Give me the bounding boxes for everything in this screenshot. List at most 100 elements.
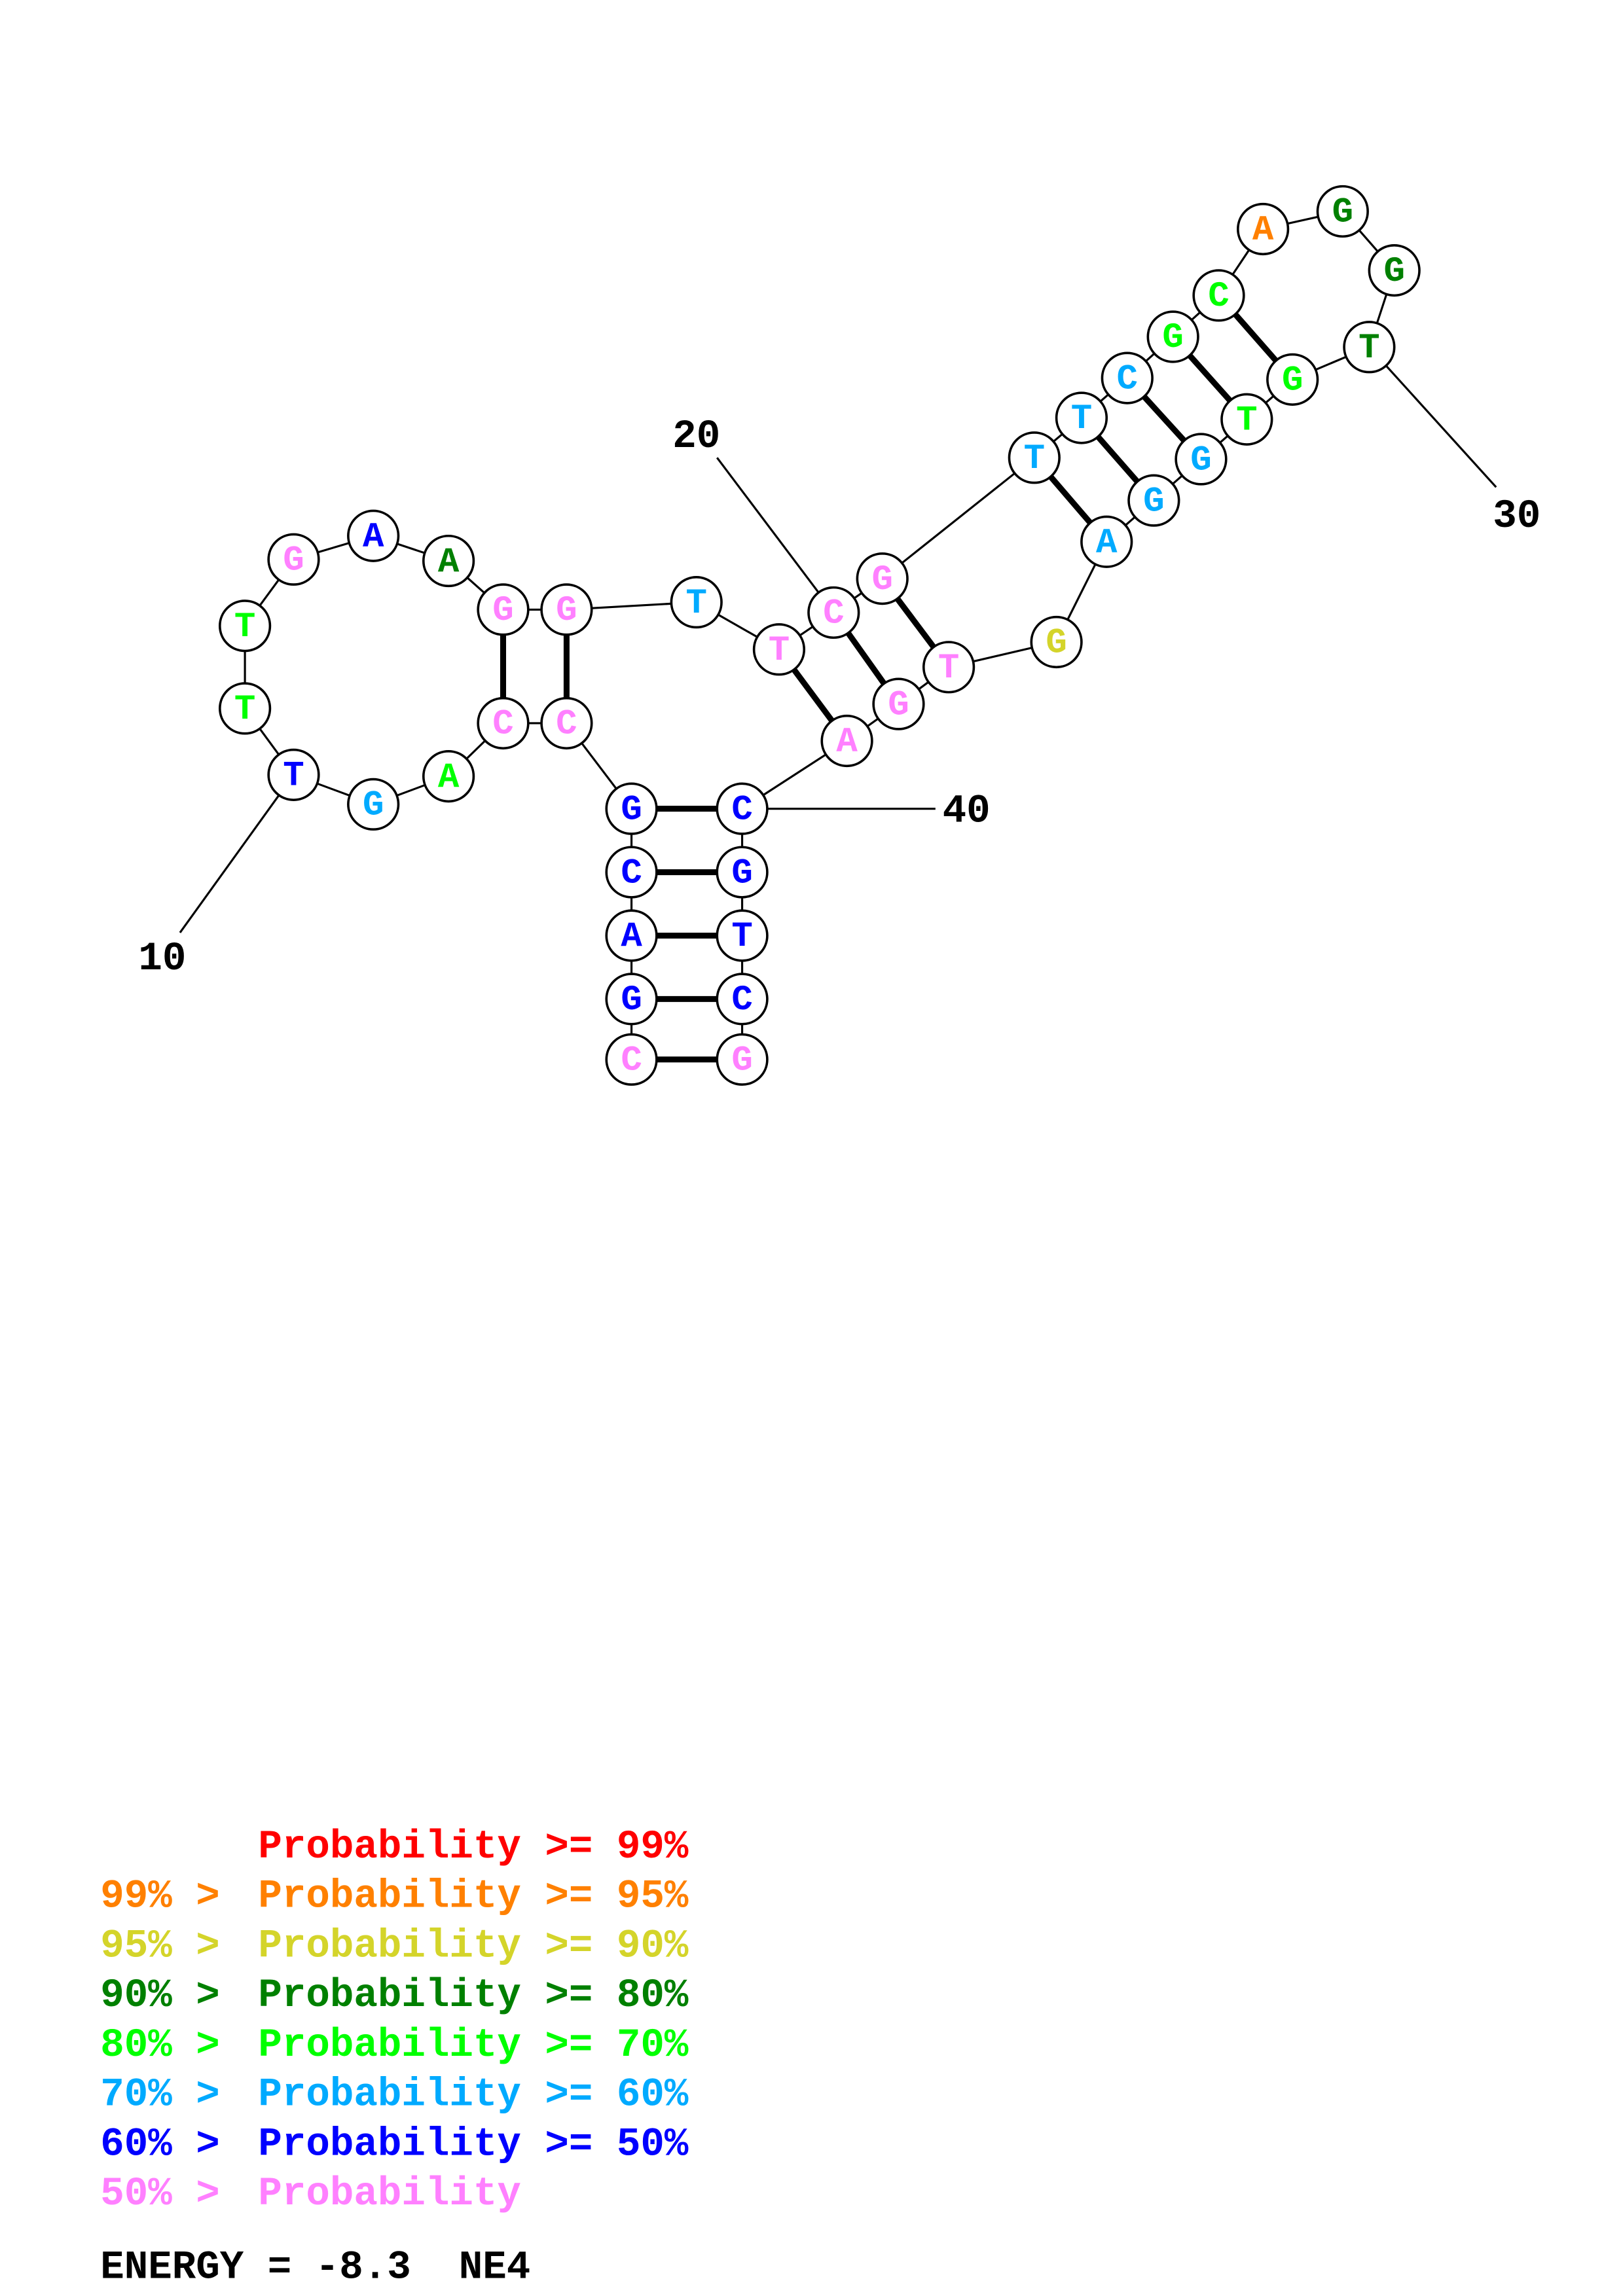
base-pair-bond — [1233, 312, 1279, 363]
nucleotide: A — [422, 749, 475, 803]
nucleotide-base: C — [731, 980, 752, 1020]
nucleotide: C — [540, 696, 593, 750]
nucleotide-base: G — [492, 591, 513, 631]
nucleotide: G — [1266, 353, 1319, 406]
legend-label: Probability >= 80% — [258, 1973, 689, 2018]
position-label: 40 — [943, 789, 991, 834]
nucleotide-base: T — [769, 631, 790, 671]
nucleotide-base: G — [1383, 252, 1404, 292]
nucleotide-circle — [820, 714, 873, 768]
nucleotide-base: T — [1024, 439, 1045, 479]
nucleotide-circle — [856, 552, 909, 605]
nucleotide-circle — [540, 583, 593, 636]
nucleotide-circle — [752, 623, 806, 676]
nucleotide-circle — [716, 1033, 769, 1086]
nucleotide-circle — [422, 534, 475, 588]
legend-entry: 80% > Probability >= 70% — [100, 2023, 689, 2068]
nucleotide-base: A — [438, 543, 460, 583]
nucleotide-circle — [1030, 615, 1083, 669]
nucleotide: A — [422, 534, 475, 588]
nucleotide-circle — [872, 677, 925, 730]
base-pair-bond — [1142, 394, 1187, 443]
nucleotide-circle — [807, 586, 860, 639]
nucleotide-circle — [267, 533, 320, 586]
nucleotide-circle — [1127, 474, 1180, 527]
backbone-segment — [881, 457, 1035, 580]
nucleotide-base: C — [556, 705, 577, 745]
nucleotide: G — [716, 1033, 769, 1086]
nucleotide: T — [1055, 391, 1108, 444]
nucleotide-base: G — [556, 591, 577, 631]
position-label-line — [1368, 346, 1497, 488]
legend-prefix: 70% > — [100, 2073, 244, 2118]
nucleotide: G — [347, 778, 400, 831]
nucleotide-circle — [218, 600, 272, 653]
nucleotide-circle — [1055, 391, 1108, 444]
nucleotide-circle — [347, 778, 400, 831]
probability-legend: Probability >= 99%99% > Probability >= 9… — [100, 1825, 689, 2217]
nucleotide-circle — [716, 973, 769, 1026]
nucleotide-base: C — [823, 594, 844, 634]
nucleotide-base: T — [234, 690, 255, 730]
nucleotide-circle — [922, 641, 976, 694]
nucleotide: G — [477, 583, 530, 636]
nucleotide-base: C — [1117, 359, 1138, 399]
nucleotide-base: T — [1071, 399, 1092, 439]
legend-label: Probability >= 70% — [258, 2023, 689, 2068]
nucleotide-base: G — [1332, 193, 1353, 233]
nucleotide-circle — [716, 846, 769, 899]
nucleotide: A — [347, 509, 400, 562]
legend-label: Probability >= 90% — [258, 1924, 689, 1969]
nucleotide: T — [752, 623, 806, 676]
nucleotide-base: T — [685, 584, 706, 624]
nucleotide-base: G — [621, 980, 642, 1020]
nucleotide-base: G — [621, 790, 642, 830]
nucleotide-circle — [1008, 431, 1061, 484]
base-pair-bond — [895, 597, 936, 649]
nucleotide-base: C — [1208, 277, 1229, 317]
nucleotide: C — [605, 846, 658, 899]
base-pair-bond — [1048, 475, 1093, 525]
legend-prefix — [100, 1825, 196, 1870]
position-label-line — [179, 774, 295, 933]
nucleotide-base: G — [731, 853, 752, 893]
nucleotide: C — [477, 696, 530, 750]
nucleotide: G — [1368, 243, 1421, 297]
base-pair-bond — [845, 631, 886, 686]
position-label: 10 — [138, 937, 186, 982]
nucleotide-base: G — [871, 560, 892, 600]
nucleotide-circle — [477, 583, 530, 636]
nucleotide-circle — [1236, 202, 1290, 256]
nucleotide-base: A — [438, 758, 460, 798]
nucleotide-base: C — [731, 790, 752, 830]
nucleotide-circle — [716, 782, 769, 835]
nucleotide-base: C — [492, 705, 513, 745]
nucleotide: C — [605, 1033, 658, 1086]
legend-entry: 70% > Probability >= 60% — [100, 2073, 689, 2118]
nucleotide-base: G — [1143, 482, 1164, 522]
nucleotide-base: C — [621, 853, 642, 893]
legend-entry: Probability >= 99% — [100, 1825, 689, 1870]
nucleotide-circle — [540, 696, 593, 750]
nucleotide-circle — [1220, 393, 1273, 446]
nucleotide-base: T — [1236, 401, 1257, 440]
nucleotide-circle — [605, 909, 658, 962]
nucleotide-circle — [1146, 310, 1199, 363]
nucleotide-base: C — [621, 1041, 642, 1081]
nucleotide-circle — [218, 682, 272, 735]
legend-entry: 50% > Probability — [100, 2172, 521, 2217]
nucleotide-base: G — [1190, 440, 1211, 480]
nucleotide-circle — [267, 748, 320, 801]
nucleotide-base: G — [1046, 624, 1067, 664]
position-label: 20 — [672, 414, 720, 459]
nucleotide-circle — [605, 1033, 658, 1086]
nucleotide-base: T — [1359, 329, 1379, 368]
nucleotide-circle — [1316, 185, 1369, 238]
nucleotide: G — [1175, 433, 1228, 486]
nucleotide: G — [1030, 615, 1083, 669]
nucleotide-circle — [605, 782, 658, 835]
nucleotide: G — [605, 973, 658, 1026]
nucleotide: A — [820, 714, 873, 768]
